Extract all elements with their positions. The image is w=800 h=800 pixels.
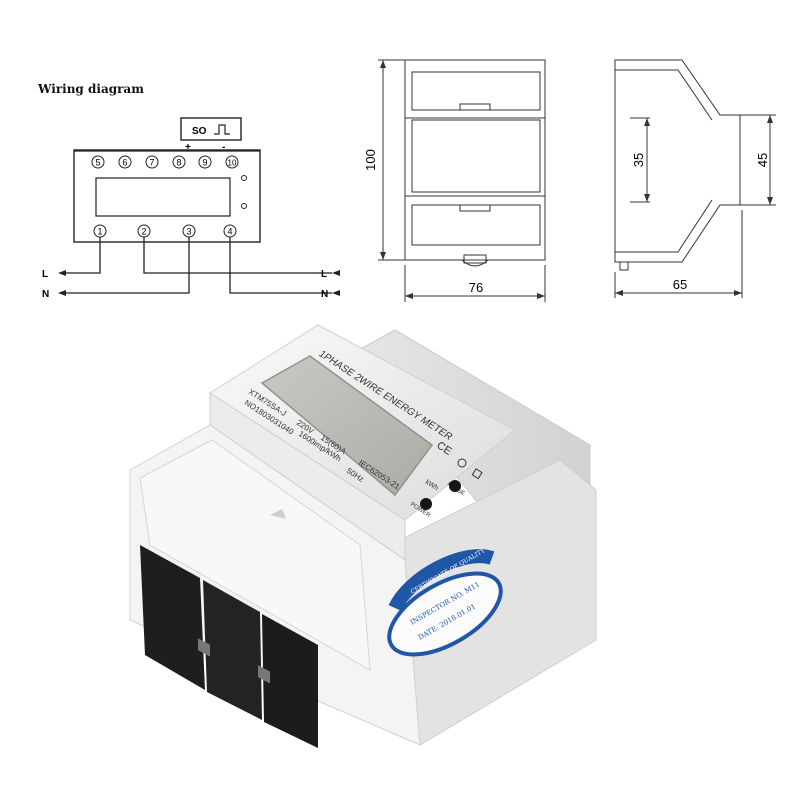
bottom-terminals: 1 2 3 4: [93, 224, 237, 238]
pulse-icon: [214, 124, 230, 135]
so-label: SO: [192, 126, 207, 137]
input-neutral-label: N: [42, 289, 49, 300]
power-led: [420, 498, 432, 510]
output-neutral-label: N: [321, 289, 328, 300]
so-output-box: [180, 117, 242, 141]
terminal-label: 9: [202, 158, 207, 168]
dimension-depth-label: 65: [673, 277, 687, 292]
display-outline: [95, 177, 231, 217]
so-minus: -: [222, 142, 225, 153]
pulse-led: [449, 480, 461, 492]
arrow-icon: [58, 290, 66, 296]
dimension-inner-label: 35: [631, 153, 646, 167]
dimension-outer-label: 45: [755, 153, 770, 167]
arrow-icon: [58, 270, 66, 276]
arrow-icon: [332, 290, 340, 296]
certificate-sticker: CERTIFICATE OF QUALITY INSPECTOR NO. M11…: [387, 547, 503, 657]
wiring-diagram: SO + - 5 6 7 8 9 10: [42, 59, 776, 302]
top-terminals: 5 6 7 8 9 10: [91, 155, 239, 169]
terminal-label: 4: [227, 227, 232, 237]
clock-icon: [457, 458, 467, 468]
side-view-drawing: [614, 59, 776, 298]
wiring-diagram-title: Wiring diagram: [38, 82, 144, 96]
terminal-circle: [118, 155, 132, 169]
terminal-label: 2: [141, 227, 146, 237]
output-line-label: L: [321, 269, 327, 280]
meter-photo: 1PHASE 2WIRE ENERGY METER XTM75SA-J 220V…: [129, 324, 597, 748]
terminal-circle: [198, 155, 212, 169]
input-line-label: L: [42, 269, 48, 280]
lcd-screen: [260, 355, 434, 497]
terminal-label: 5: [95, 158, 100, 168]
terminal-label: 10: [228, 159, 237, 168]
terminal-label: 8: [176, 158, 181, 168]
terminal-block: [140, 545, 318, 748]
front-view-drawing: [378, 59, 546, 302]
double-insulation-icon: [471, 468, 483, 480]
terminal-circle: [172, 155, 186, 169]
terminal-circle: [91, 155, 105, 169]
terminal-label: 1: [97, 227, 102, 237]
wires: [62, 237, 318, 294]
terminal-label: 6: [122, 158, 127, 168]
dimension-height-label: 100: [363, 149, 378, 171]
terminal-circle: [145, 155, 159, 169]
terminal-label: 7: [149, 158, 154, 168]
so-plus: +: [185, 142, 191, 153]
terminal-circle: [225, 155, 239, 169]
terminal-cover: [139, 439, 371, 671]
terminal-label: 3: [186, 227, 191, 237]
dimension-width-label: 76: [469, 280, 483, 295]
arrow-icon: [332, 270, 340, 276]
